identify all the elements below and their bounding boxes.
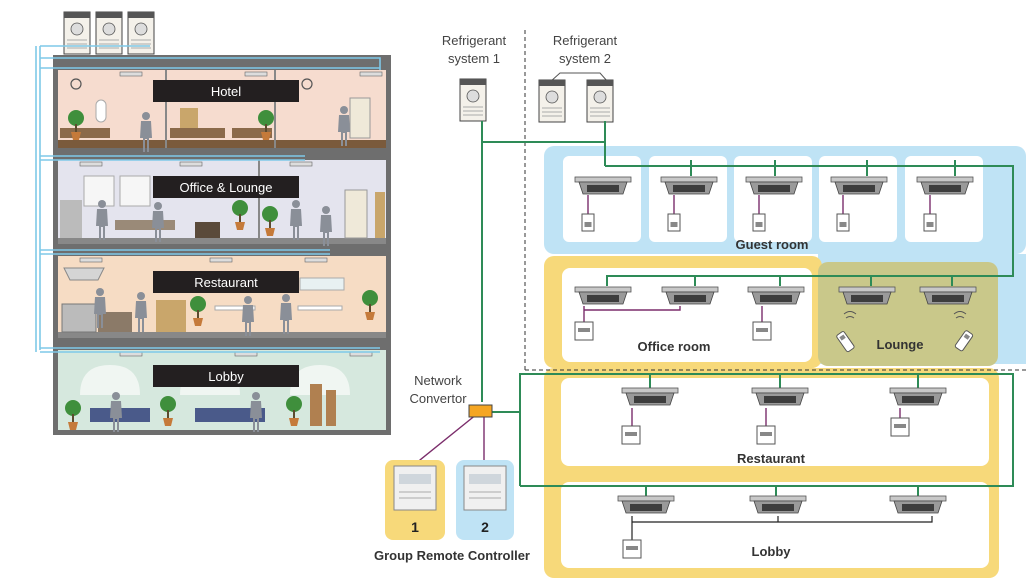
floor-office-lounge <box>58 160 386 246</box>
floor-label-lobby: Lobby <box>153 365 299 387</box>
guest-card-1 <box>563 156 641 242</box>
network-line <box>481 121 1014 498</box>
network-convertor <box>468 404 493 418</box>
building-piping <box>35 45 381 353</box>
system1-label-line1: Refrigerant <box>442 33 507 48</box>
outdoor-unit-system1 <box>459 78 487 122</box>
system1-label-line2: system 1 <box>448 51 500 66</box>
convertor-label-line2: Convertor <box>409 391 467 406</box>
svg-text:Lobby: Lobby <box>208 369 244 384</box>
floor-label-restaurant: Restaurant <box>153 271 299 293</box>
zone-label-guest-room: Guest room <box>736 237 809 252</box>
group-remote-controller-1: 1 <box>385 460 445 540</box>
system2-label-line2: system 2 <box>559 51 611 66</box>
group-remote-controller-caption: Group Remote Controller <box>374 548 530 563</box>
group-remote-controller-2: 2 <box>456 460 514 540</box>
svg-text:Office & Lounge: Office & Lounge <box>180 180 273 195</box>
svg-text:1: 1 <box>411 519 419 535</box>
svg-text:Hotel: Hotel <box>211 84 241 99</box>
outdoor-units-system2 <box>538 72 614 123</box>
zone-label-office-room: Office room <box>638 339 711 354</box>
zone-label-lounge: Lounge <box>877 337 924 352</box>
floor-label-office-lounge: Office & Lounge <box>153 176 299 198</box>
zone-label-lobby: Lobby <box>752 544 792 559</box>
lobby-wiring <box>631 516 933 540</box>
lounge-units <box>836 286 977 353</box>
convertor-label-line1: Network <box>414 373 462 388</box>
guest-card-5 <box>905 156 983 242</box>
svg-text:2: 2 <box>481 519 489 535</box>
remote-control-icon <box>836 331 855 353</box>
guest-card-3 <box>734 156 812 242</box>
remote-control-icon <box>954 330 974 352</box>
rooftop-outdoor-units <box>63 11 155 55</box>
guest-card-4 <box>819 156 897 242</box>
guest-card-2 <box>649 156 727 242</box>
floor-lobby <box>58 350 386 432</box>
building: Hotel Office & Lounge Restaurant Lobby <box>35 11 391 435</box>
system-separator <box>524 30 1026 371</box>
floor-restaurant <box>58 256 386 338</box>
floor-label-hotel: Hotel <box>153 80 299 102</box>
zone-label-restaurant: Restaurant <box>737 451 806 466</box>
svg-text:Restaurant: Restaurant <box>194 275 258 290</box>
system2-label-line1: Refrigerant <box>553 33 618 48</box>
